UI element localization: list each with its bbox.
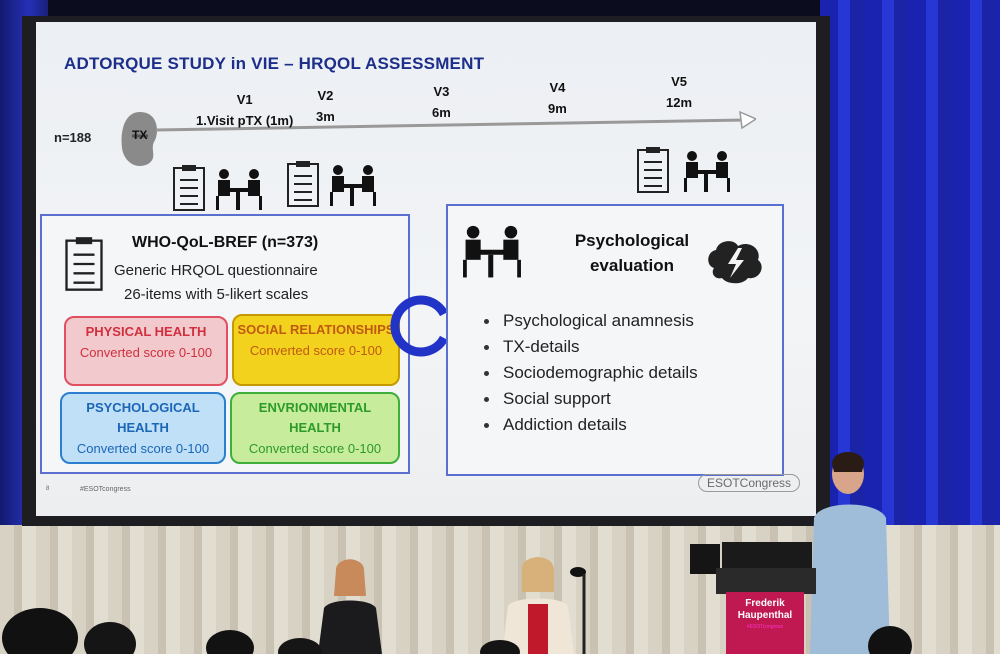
who-qol-subtitle: Generic HRQOL questionnaire [114, 262, 318, 279]
domain-name: PSYCHOLOGICAL HEALTH [86, 400, 200, 435]
visit-v2: V2 3m [316, 88, 335, 124]
podium-hashtag: #ESOTcongress [746, 624, 784, 630]
who-qol-title: WHO-QoL-BREF (n=373) [132, 234, 319, 251]
visit-v4: V4 9m [548, 80, 567, 116]
psych-eval-list: Psychological anamnesis TX-details Socio… [484, 308, 698, 438]
questionnaire-icon [65, 237, 103, 291]
slide-page-number: 8 [46, 486, 50, 492]
podium [726, 592, 804, 654]
panelist-right [502, 557, 574, 654]
visit-name: V5 [671, 74, 687, 89]
presentation-slide: ADTORQUE STUDY in VIE – HRQOL ASSESSMENT… [36, 22, 816, 516]
timeline-arrow-icon [156, 110, 756, 132]
list-item: Psychological anamnesis [484, 308, 698, 334]
slide-hashtag: #ESOTcongress [80, 486, 131, 493]
visit-name: V1 [236, 92, 253, 107]
domain-name: SOCIAL RELATIONSHIPS [237, 322, 395, 337]
domain-psychological-health: PSYCHOLOGICAL HEALTH Converted score 0-1… [60, 392, 226, 464]
questionnaire-icon [637, 147, 669, 193]
visit-name: V4 [549, 80, 566, 95]
consultation-icon [684, 151, 730, 192]
domain-name: ENVRIONMENTAL HEALTH [258, 400, 372, 435]
questionnaire-icon [173, 165, 205, 211]
laptop-on-podium [690, 542, 816, 594]
visit-v1: V1 1.Visit pTX (1m) [196, 92, 293, 128]
consultation-icon [463, 225, 521, 278]
domain-social-relationships: SOCIAL RELATIONSHIPS Converted score 0-1… [232, 314, 400, 386]
microphone-stand-icon [570, 567, 586, 654]
congress-logo: ESOTCongress [698, 474, 801, 492]
tx-label: TX [132, 128, 148, 142]
domain-name: PHYSICAL HEALTH [85, 324, 207, 339]
visit-v5: V5 12m [666, 74, 692, 110]
kidney-icon [121, 112, 158, 167]
slide-title: ADTORQUE STUDY in VIE – HRQOL ASSESSMENT [64, 54, 485, 73]
domain-score: Converted score 0-100 [76, 441, 210, 456]
audience-heads [2, 608, 912, 654]
who-qol-items: 26-items with 5-likert scales [124, 286, 309, 303]
list-item: Addiction details [484, 412, 698, 438]
list-item: TX-details [484, 334, 698, 360]
consultation-icon [216, 169, 262, 210]
visit-time: 12m [666, 95, 693, 110]
visit-v3: V3 6m [432, 84, 451, 120]
visit-name: V3 [433, 84, 450, 99]
brain-lightning-icon [708, 241, 762, 284]
visit-time: 9m [548, 101, 567, 116]
domain-environmental-health: ENVRIONMENTAL HEALTH Converted score 0-1… [230, 392, 400, 464]
domain-physical-health: PHYSICAL HEALTH Converted score 0-100 [64, 316, 228, 386]
visit-time: 3m [316, 109, 335, 124]
panelist-left [318, 559, 382, 654]
psych-eval-title: Psychological evaluation [574, 231, 690, 275]
questionnaire-icon [287, 161, 319, 207]
list-item: Social support [484, 386, 698, 412]
cycle-ring-icon [390, 295, 448, 357]
visit-name: V2 [317, 88, 334, 103]
visit-time: 1.Visit pTX (1m) [196, 113, 294, 128]
domain-score: Converted score 0-100 [79, 345, 213, 360]
speaker [810, 452, 890, 654]
list-item: Sociodemographic details [484, 360, 698, 386]
visit-time: 6m [432, 105, 451, 120]
consultation-icon [330, 165, 376, 206]
domain-score: Converted score 0-100 [249, 343, 383, 358]
podium-speaker-name: Frederik Haupenthal [737, 598, 793, 621]
domain-score: Converted score 0-100 [248, 441, 382, 456]
sample-size-label: n=188 [54, 130, 92, 145]
